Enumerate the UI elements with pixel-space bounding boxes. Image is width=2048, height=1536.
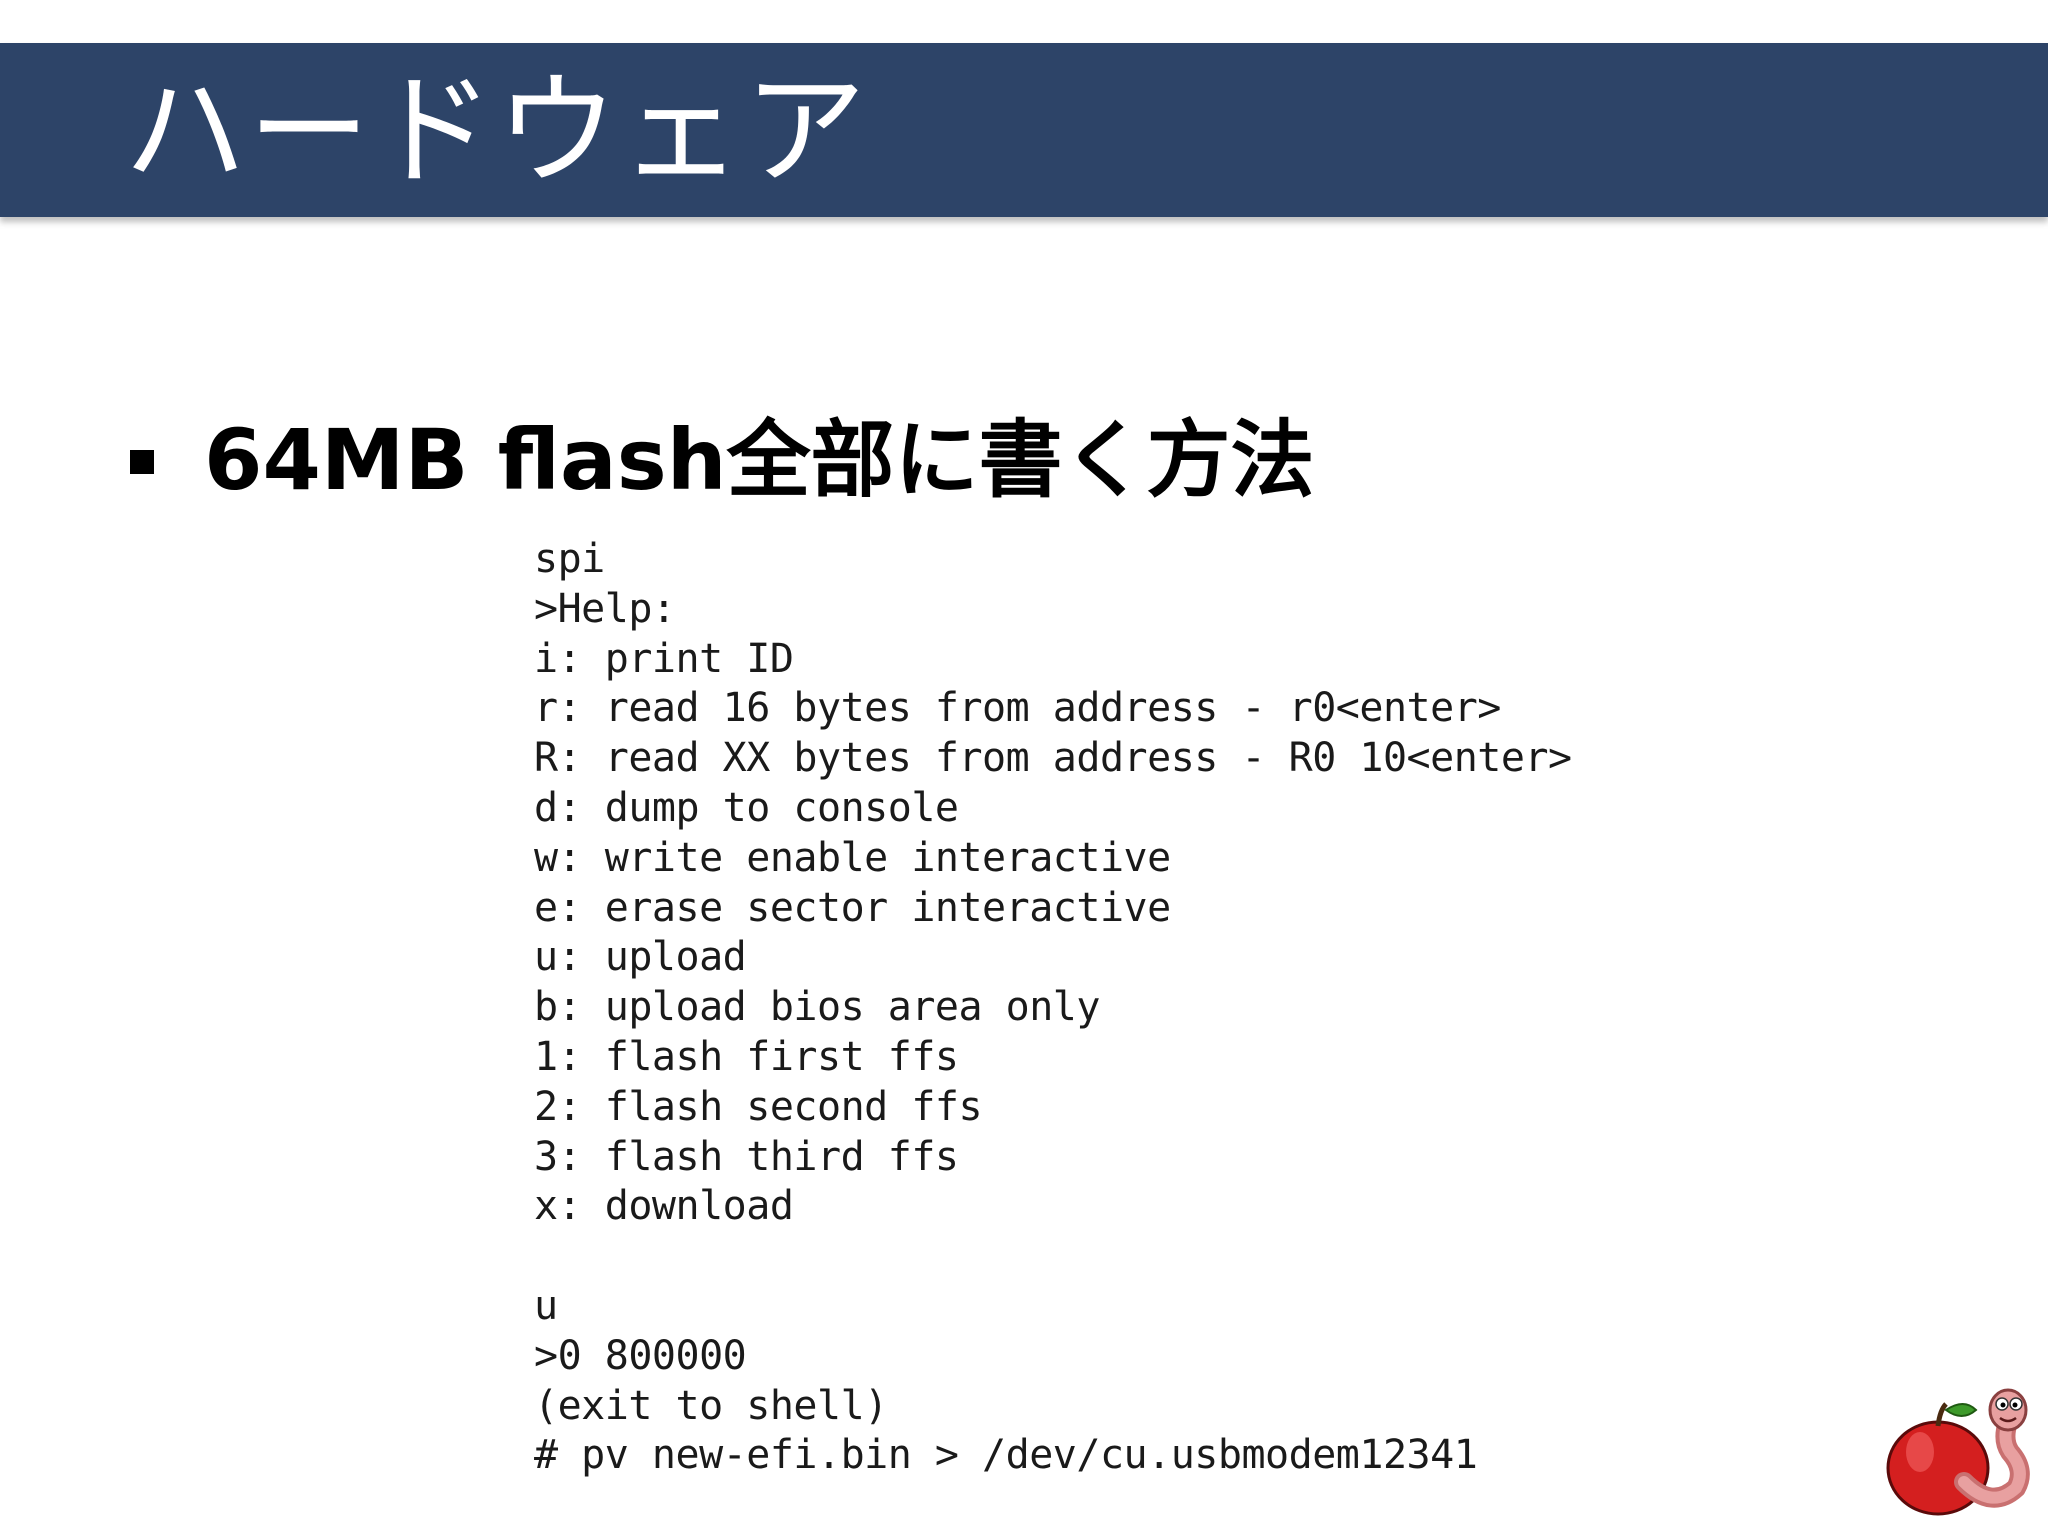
terminal-line: x: download	[534, 1183, 794, 1230]
bullet-text: 64MB flash全部に書く方法	[204, 411, 1315, 509]
terminal-line: # pv new-efi.bin > /dev/cu.usbmodem12341	[534, 1432, 1478, 1479]
terminal-line: d: dump to console	[534, 784, 959, 831]
terminal-output: spi >Help: i: print ID r: read 16 bytes …	[534, 535, 1634, 1481]
bullet-square-icon	[130, 450, 154, 474]
terminal-line: u	[534, 1282, 558, 1329]
terminal-line: 2: flash second ffs	[534, 1083, 983, 1130]
apple-worm-logo-icon	[1880, 1370, 2030, 1520]
terminal-line: (exit to shell)	[534, 1382, 888, 1429]
terminal-line: e: erase sector interactive	[534, 884, 1171, 931]
terminal-line	[534, 1232, 1634, 1282]
terminal-line: r: read 16 bytes from address - r0<enter…	[534, 685, 1501, 732]
terminal-line: >Help:	[534, 585, 676, 632]
terminal-line: R: read XX bytes from address - R0 10<en…	[534, 735, 1572, 782]
terminal-line: spi	[534, 536, 605, 582]
terminal-line: 1: flash first ffs	[534, 1033, 959, 1080]
terminal-line: i: print ID	[534, 635, 794, 682]
slide-title: ハードウェア	[124, 60, 868, 202]
terminal-line: >0 800000	[534, 1332, 747, 1379]
terminal-line: 3: flash third ffs	[534, 1133, 959, 1180]
terminal-line: w: write enable interactive	[534, 834, 1171, 881]
bullet-item: 64MB flash全部に書く方法	[130, 410, 1315, 510]
title-bar: ハードウェア	[0, 43, 2048, 217]
terminal-line: b: upload bios area only	[534, 984, 1100, 1031]
terminal-line: u: upload	[534, 934, 747, 981]
